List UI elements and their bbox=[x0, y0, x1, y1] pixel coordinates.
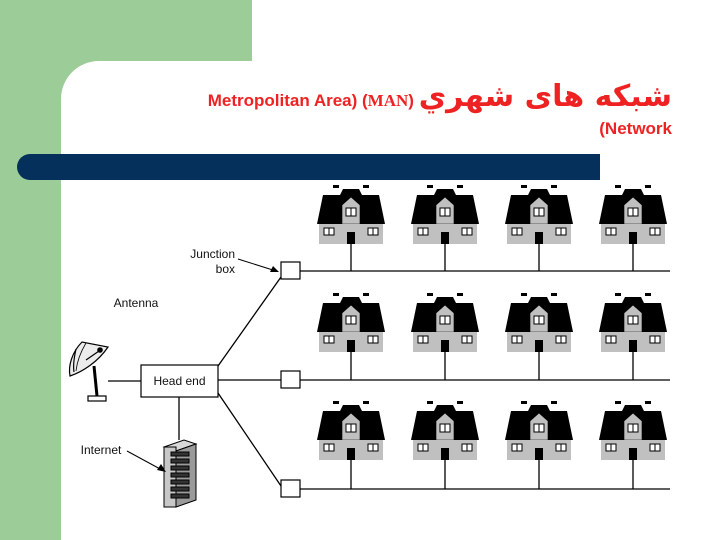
title-underline-bar bbox=[17, 154, 600, 180]
junction-box bbox=[280, 479, 301, 498]
title-man: MAN bbox=[367, 91, 409, 110]
title-farsi: شبکه های شهري bbox=[418, 79, 672, 114]
head-end-label: Head end bbox=[153, 374, 205, 388]
house-icon bbox=[598, 292, 668, 353]
house-icon bbox=[598, 184, 668, 245]
label-leaders bbox=[126, 258, 277, 471]
house-icon bbox=[316, 400, 386, 461]
house-icon bbox=[316, 292, 386, 353]
house-icon bbox=[504, 184, 574, 245]
internet-arrowhead bbox=[157, 464, 166, 472]
slide-title-line2: (Network bbox=[599, 119, 672, 138]
house-icon bbox=[316, 184, 386, 245]
houses bbox=[316, 184, 668, 461]
junction-box bbox=[280, 261, 301, 280]
trunk-cables bbox=[108, 276, 282, 487]
title-close-paren: ) bbox=[408, 91, 414, 110]
house-icon bbox=[410, 400, 480, 461]
junction-box-label: Junction bbox=[190, 247, 235, 261]
server-tower-icon bbox=[162, 439, 198, 508]
junction-box-label-2: box bbox=[216, 262, 235, 276]
house-icon bbox=[410, 292, 480, 353]
house-icon bbox=[598, 400, 668, 461]
title-latin: Metropolitan Area) ( bbox=[207, 91, 368, 110]
internet-label: Internet bbox=[81, 443, 122, 457]
junction-arrowhead bbox=[270, 266, 279, 272]
feeder-lines bbox=[300, 270, 670, 490]
house-icon bbox=[410, 184, 480, 245]
house-icon bbox=[504, 292, 574, 353]
head-end-box bbox=[140, 364, 219, 398]
junction-box bbox=[280, 370, 301, 389]
antenna-label: Antenna bbox=[114, 296, 159, 310]
satellite-dish-icon bbox=[68, 341, 110, 402]
slide-title: Metropolitan Area) (MAN) شبکه های شهري bbox=[208, 80, 672, 118]
house-icon bbox=[504, 400, 574, 461]
drop-lines bbox=[350, 242, 634, 489]
